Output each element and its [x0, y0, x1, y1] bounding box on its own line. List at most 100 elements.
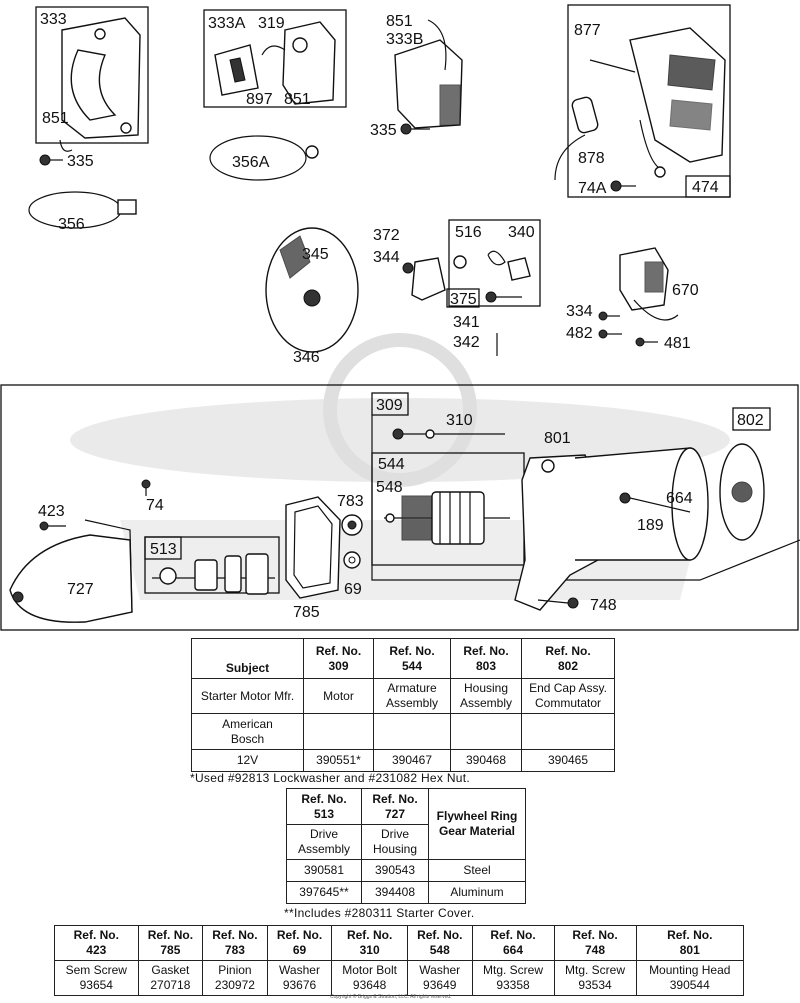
- screw-74: [141, 479, 151, 496]
- table2-row-material: Aluminum: [428, 881, 526, 904]
- part-69-washer: [343, 551, 361, 569]
- label-897: 897: [246, 91, 273, 108]
- label-333A: 333A: [208, 15, 246, 32]
- starter-motor-frame: [0, 384, 799, 631]
- table2-row-513: 390581: [286, 859, 362, 882]
- note-starter-cover: **Includes #280311 Starter Cover.: [284, 906, 475, 920]
- label-516: 516: [455, 224, 482, 241]
- part-474-ignition-assembly: [554, 27, 726, 181]
- label-309: 309: [376, 397, 403, 414]
- screw-748: [537, 597, 579, 609]
- part-345-flywheel: [265, 227, 359, 353]
- label-372: 372: [373, 227, 400, 244]
- label-802: 802: [737, 412, 764, 429]
- label-481: 481: [664, 335, 691, 352]
- part-544-armature: [384, 491, 510, 545]
- table3-ref-cell: Ref. No.69: [266, 925, 333, 961]
- label-69: 69: [344, 581, 362, 598]
- label-310: 310: [446, 412, 473, 429]
- screw-74A: [610, 180, 636, 192]
- label-851-c: 851: [386, 13, 413, 30]
- screw-423: [39, 521, 66, 531]
- table2-header-727: Ref. No.727: [361, 788, 429, 825]
- label-878: 878: [578, 150, 605, 167]
- label-482: 482: [566, 325, 593, 342]
- screw-664: [619, 492, 691, 513]
- table3-ref-cell: Ref. No.664: [471, 925, 555, 961]
- table2-row-727: 390543: [361, 859, 429, 882]
- label-344: 344: [373, 249, 400, 266]
- part-803-housing: [574, 447, 709, 561]
- table3-ref-cell: Ref. No.801: [635, 925, 745, 961]
- part-310-motor-bolt: [392, 428, 505, 440]
- label-356: 356: [58, 216, 85, 233]
- part-783-pinion: [341, 514, 363, 536]
- table2-row-513: 397645**: [286, 881, 362, 904]
- table1-desc-309: Motor: [303, 678, 374, 714]
- label-748: 748: [590, 597, 617, 614]
- wire-356: [28, 191, 137, 229]
- label-727: 727: [67, 581, 94, 598]
- table3-ref-cell: Ref. No.748: [553, 925, 637, 961]
- label-544: 544: [378, 456, 405, 473]
- label-335-b: 335: [370, 122, 397, 139]
- part-340-brake-assembly: [402, 250, 531, 301]
- screw-335-a: [39, 154, 63, 166]
- table2-row-material: Steel: [428, 859, 526, 882]
- label-340: 340: [508, 224, 535, 241]
- label-341: 341: [453, 314, 480, 331]
- table1-header-803: Ref. No.803: [450, 638, 522, 679]
- screw-335-b: [400, 123, 430, 135]
- table3-ref-cell: Ref. No.785: [137, 925, 204, 961]
- table1-header-309: Ref. No.309: [303, 638, 374, 679]
- table3-ref-cell: Ref. No.423: [54, 925, 139, 961]
- label-333B: 333B: [386, 31, 423, 48]
- starter-motor-table: Subject Ref. No.309 Ref. No.544 Ref. No.…: [191, 638, 615, 772]
- label-356A: 356A: [232, 154, 270, 171]
- part-670-coil: [619, 247, 679, 321]
- label-74A: 74A: [578, 180, 607, 197]
- part-513-drive-assembly: [152, 553, 275, 595]
- table3-ref-cell: Ref. No.783: [202, 925, 268, 961]
- label-189: 189: [637, 517, 664, 534]
- label-345: 345: [302, 246, 329, 263]
- wire-356A: [209, 135, 319, 181]
- label-74: 74: [146, 497, 164, 514]
- part-727-drive-housing: [9, 519, 133, 623]
- part-333A-armature: [214, 21, 336, 105]
- label-851-a: 851: [42, 110, 69, 127]
- table1-row-803: 390468: [450, 749, 522, 772]
- label-801: 801: [544, 430, 571, 447]
- part-333-ignition-module: [59, 17, 141, 152]
- table3-ref-cell: Ref. No.310: [331, 925, 408, 961]
- table3-ref-cell: Ref. No.548: [406, 925, 473, 961]
- label-333: 333: [40, 11, 67, 28]
- label-346: 346: [293, 349, 320, 366]
- table2-row-727: 394408: [361, 881, 429, 904]
- label-375: 375: [450, 291, 477, 308]
- part-802-end-cap: [719, 443, 765, 541]
- table1-header-subject: Subject: [191, 638, 304, 679]
- label-474: 474: [692, 179, 719, 196]
- label-423: 423: [38, 503, 65, 520]
- label-342: 342: [453, 334, 480, 351]
- label-334: 334: [566, 303, 593, 320]
- table1-desc-subject: Starter Motor Mfr.: [191, 678, 304, 714]
- exploded-parts-diagram: 333 851 335 356 333A 319 897 851 356A 85…: [0, 4, 800, 631]
- table2-header-513: Ref. No.513: [286, 788, 362, 825]
- label-664: 664: [666, 490, 693, 507]
